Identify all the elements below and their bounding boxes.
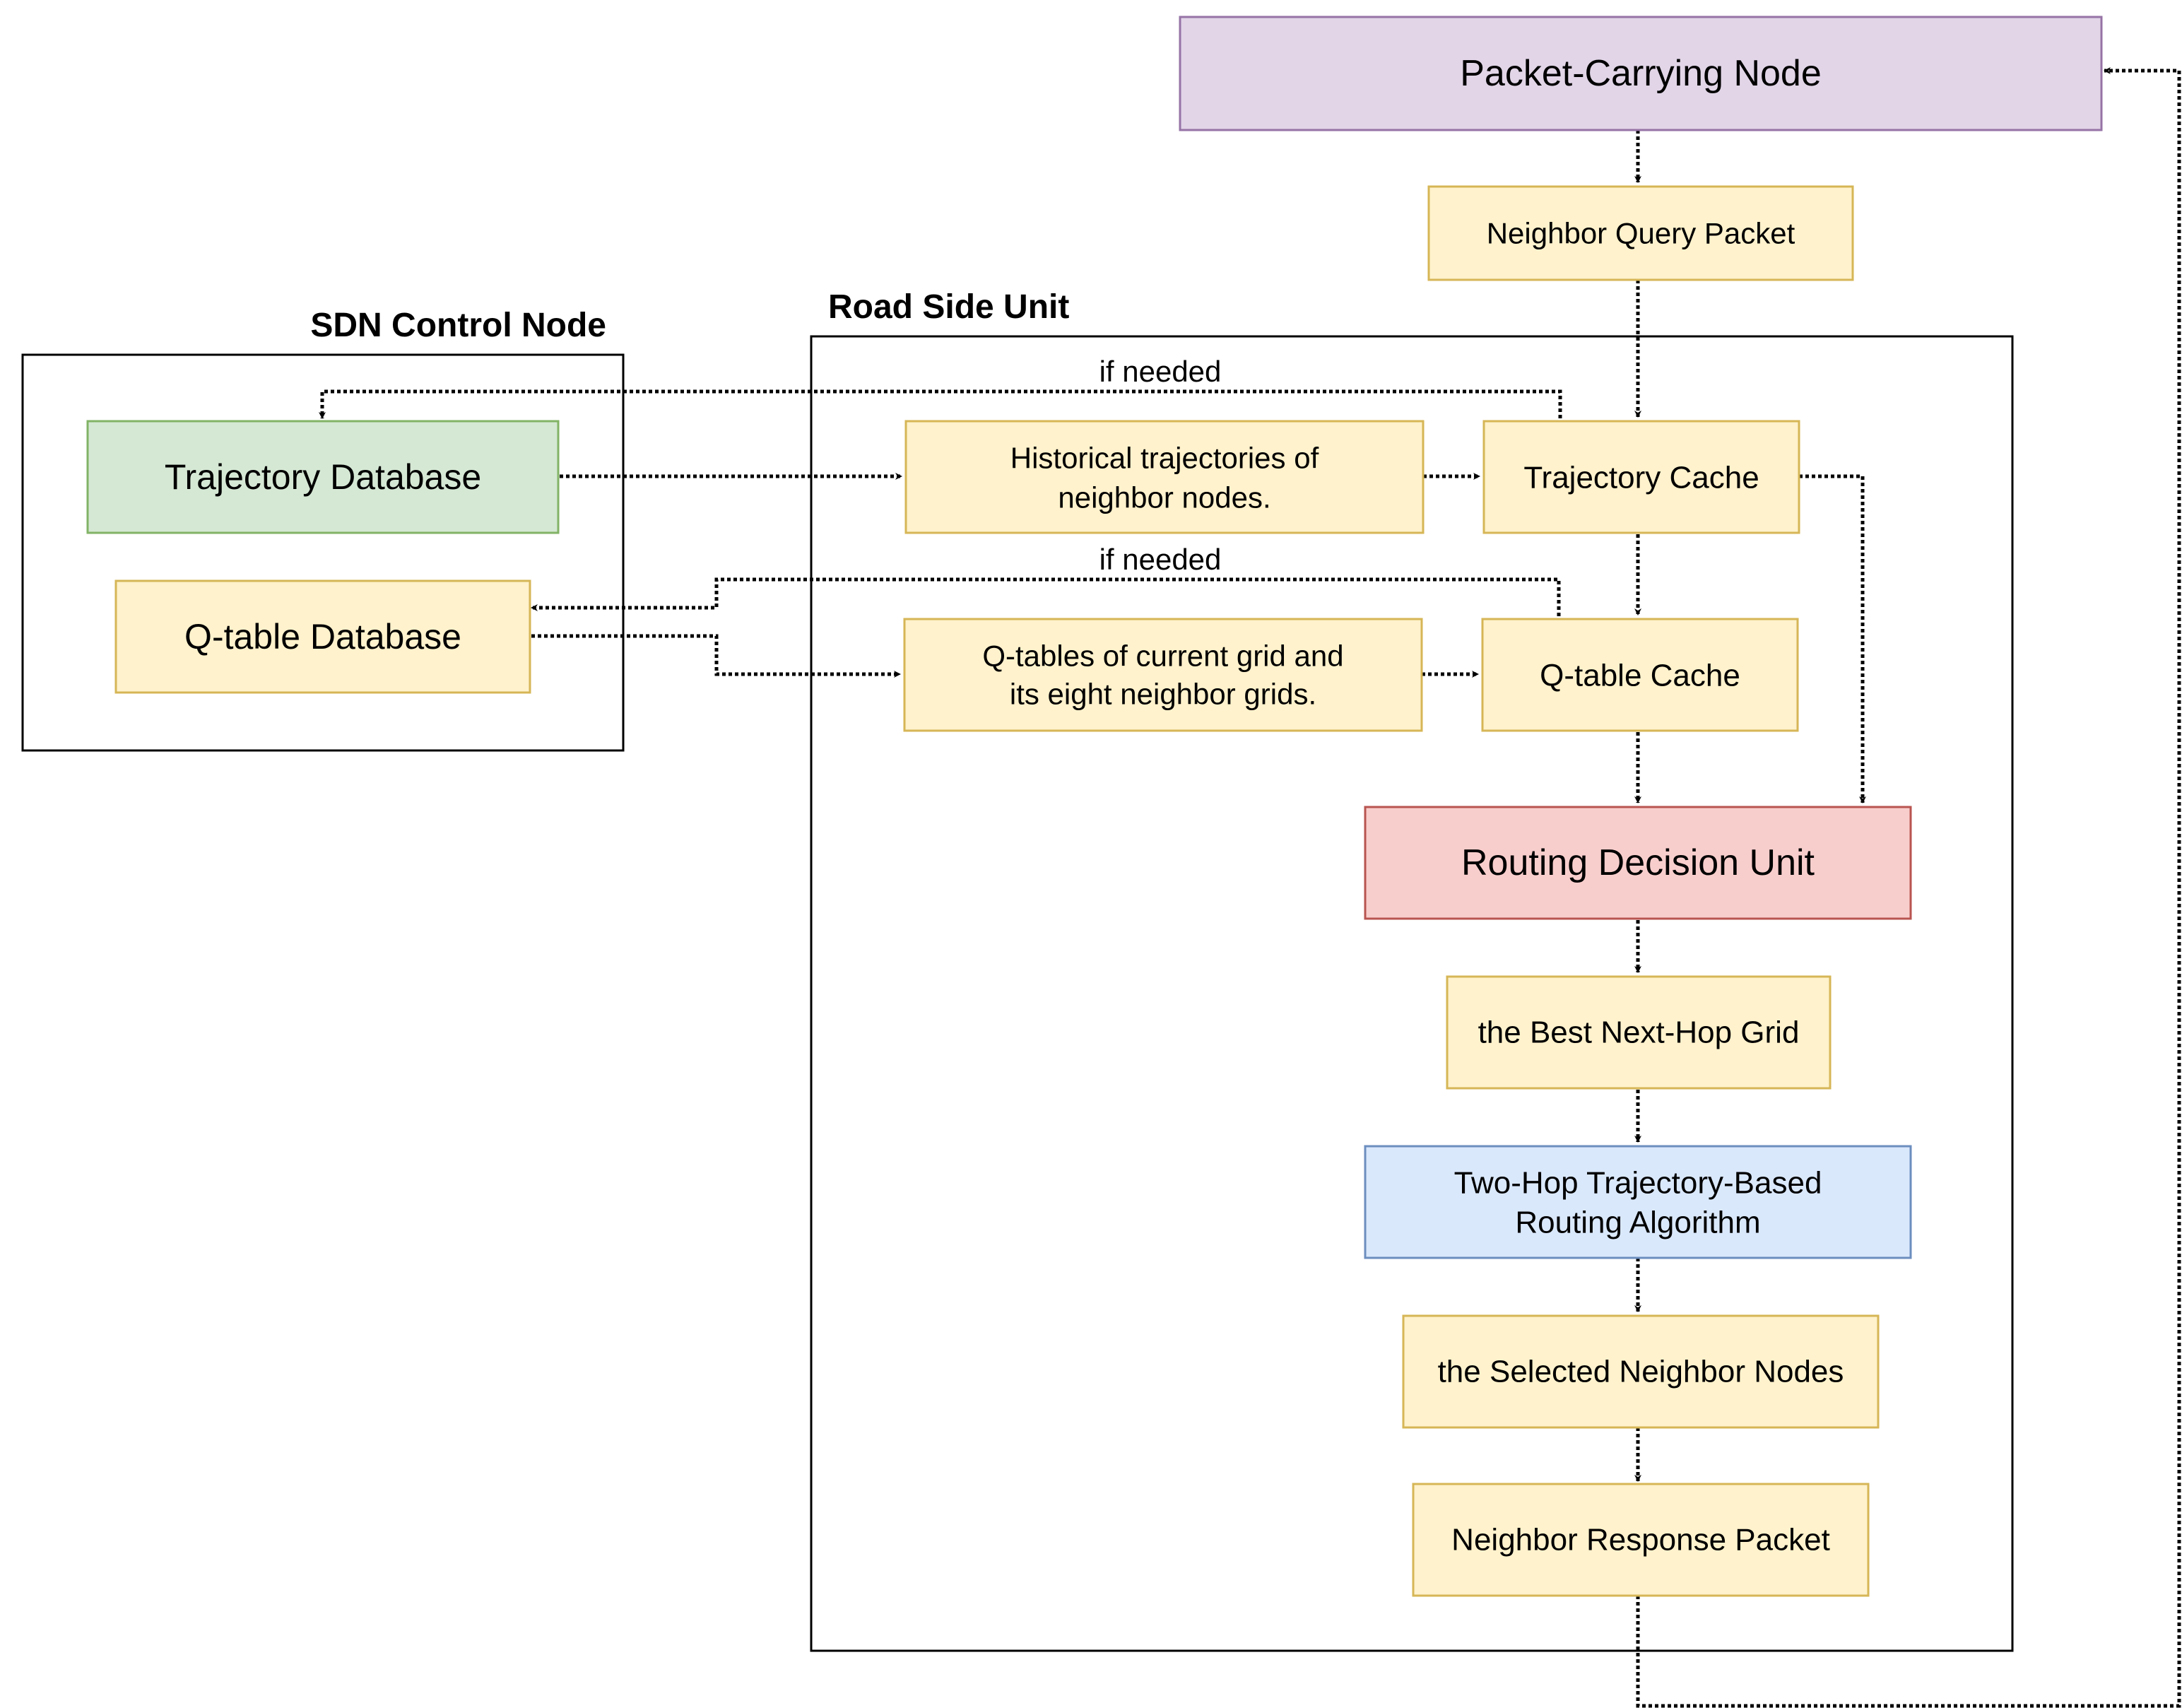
qtables-grid-label-line1: Q-tables of current grid and xyxy=(982,640,1343,673)
neighbor-query-packet-label: Neighbor Query Packet xyxy=(1487,217,1795,250)
best-next-hop-grid-label: the Best Next-Hop Grid xyxy=(1478,1015,1800,1050)
road-side-unit-title: Road Side Unit xyxy=(828,288,1069,326)
routing-decision-unit-node: Routing Decision Unit xyxy=(1364,806,1912,920)
road-side-unit-container: Road Side Unit xyxy=(810,288,2014,1652)
qtables-grid-node: Q-tables of current grid and its eight n… xyxy=(903,618,1423,732)
historical-trajectories-node: Historical trajectories of neighbor node… xyxy=(904,420,1425,534)
trajectory-database-label: Trajectory Database xyxy=(165,457,481,497)
sdn-control-node-title: SDN Control Node xyxy=(310,307,606,344)
two-hop-routing-algorithm-label-line2: Routing Algorithm xyxy=(1515,1206,1760,1240)
neighbor-query-packet-node: Neighbor Query Packet xyxy=(1427,185,1854,281)
connectors xyxy=(319,67,2181,1708)
packet-carrying-node-label: Packet-Carrying Node xyxy=(1460,53,1822,94)
edge-response-to-packet xyxy=(1636,67,2181,1708)
neighbor-response-packet-node: Neighbor Response Packet xyxy=(1412,1483,1870,1597)
sdn-control-node-container: SDN Control Node xyxy=(21,307,625,752)
two-hop-routing-algorithm-label-line1: Two-Hop Trajectory-Based xyxy=(1454,1166,1822,1201)
historical-trajectories-label-line2: neighbor nodes. xyxy=(1058,481,1270,514)
edge-qtable-db-to-grid xyxy=(531,634,901,678)
selected-neighbor-nodes-node: the Selected Neighbor Nodes xyxy=(1402,1314,1880,1429)
qtable-database-label: Q-table Database xyxy=(184,617,461,656)
edge-trajectory-cache-to-db xyxy=(319,389,1562,419)
routing-decision-unit-label: Routing Decision Unit xyxy=(1461,842,1815,883)
qtables-grid-label-line2: its eight neighbor grids. xyxy=(1010,678,1316,711)
if-needed-label-trajectory: if needed xyxy=(1099,355,1222,388)
packet-carrying-node: Packet-Carrying Node xyxy=(1179,16,2103,131)
trajectory-cache-label: Trajectory Cache xyxy=(1523,461,1759,495)
trajectory-cache-node: Trajectory Cache xyxy=(1482,420,1800,534)
edge-qtable-cache-to-db xyxy=(531,577,1561,616)
qtable-cache-node: Q-table Cache xyxy=(1481,618,1799,732)
qtable-database-node: Q-table Database xyxy=(114,579,531,694)
two-hop-routing-algorithm-node: Two-Hop Trajectory-Based Routing Algorit… xyxy=(1364,1145,1912,1259)
if-needed-label-qtable: if needed xyxy=(1099,543,1222,576)
neighbor-response-packet-label: Neighbor Response Packet xyxy=(1451,1523,1830,1557)
qtable-cache-label: Q-table Cache xyxy=(1540,659,1740,693)
selected-neighbor-nodes-label: the Selected Neighbor Nodes xyxy=(1438,1355,1844,1389)
edge-trajectory-cache-to-routing xyxy=(1799,474,1866,803)
trajectory-database-node: Trajectory Database xyxy=(86,420,560,534)
best-next-hop-grid-node: the Best Next-Hop Grid xyxy=(1446,975,1832,1090)
historical-trajectories-label-line1: Historical trajectories of xyxy=(1010,442,1319,475)
